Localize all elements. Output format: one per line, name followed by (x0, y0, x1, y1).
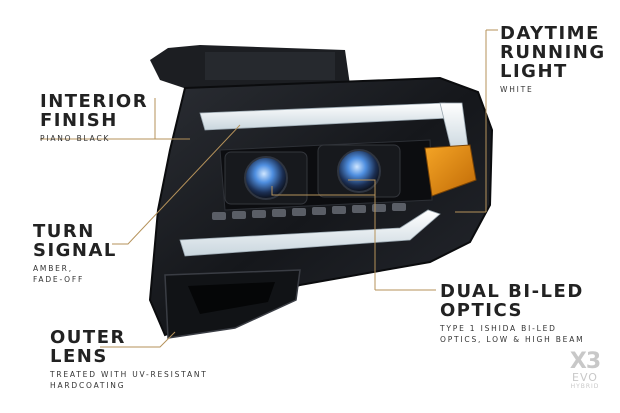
turn-signal-title-1: TURN (33, 221, 95, 242)
lower-reflector (188, 282, 275, 314)
leader-outer (100, 331, 176, 348)
drl-detail: WHITE (500, 85, 534, 94)
drl-title-3: LIGHT (500, 61, 568, 82)
callout-leaders (40, 29, 498, 348)
optics-title-1: DUAL BI-LED (440, 281, 584, 302)
interior-finish-title-2: FINISH (40, 110, 118, 131)
brand-logo-evo: EVO (572, 371, 598, 384)
amber-turn-signal (424, 144, 477, 197)
optics-title-2: OPTICS (440, 300, 523, 321)
brand-logo-x3: X3 (569, 349, 601, 374)
turn-signal-title-2: SIGNAL (33, 240, 117, 261)
optics-detail-1: TYPE 1 ISHIDA BI-LED (440, 324, 557, 333)
brand-logo-hybrid: HYBRID (570, 383, 600, 390)
drl-title-1: DAYTIME (500, 23, 600, 44)
callout-interior-finish: INTERIOR FINISH PIANO BLACK (40, 92, 148, 144)
interior-finish-title-1: INTERIOR (40, 91, 149, 112)
bracket-panel (205, 52, 335, 80)
leader-optics (348, 179, 376, 290)
drl-lower-bar (179, 209, 441, 257)
leader-turn (112, 124, 241, 245)
turn-signal-detail-1: AMBER, (33, 264, 73, 273)
callout-dual-bi-led-optics: DUAL BI-LED OPTICS TYPE 1 ISHIDA BI-LED … (440, 282, 584, 345)
callout-outer-lens: OUTER LENS TREATED WITH UV-RESISTANT HAR… (50, 328, 208, 391)
optics-detail-2: OPTICS, LOW & HIGH BEAM (440, 335, 585, 344)
brand-logo: X3 EVO HYBRID (562, 349, 608, 391)
outer-lens-title-2: LENS (50, 346, 108, 367)
interior-finish-detail: PIANO BLACK (40, 134, 111, 143)
outer-lens-title-1: OUTER (50, 327, 126, 348)
callout-daytime-running-light: DAYTIME RUNNING LIGHT WHITE (500, 24, 606, 95)
projector-lens-left (244, 156, 288, 200)
callout-turn-signal: TURN SIGNAL AMBER, FADE-OFF (33, 222, 117, 285)
outer-lens-detail-1: TREATED WITH UV-RESISTANT (50, 370, 208, 379)
drl-title-2: RUNNING (500, 42, 606, 63)
outer-lens-detail-2: HARDCOATING (50, 381, 126, 390)
turn-signal-detail-2: FADE-OFF (33, 275, 85, 284)
projector-lens-right (337, 149, 381, 193)
